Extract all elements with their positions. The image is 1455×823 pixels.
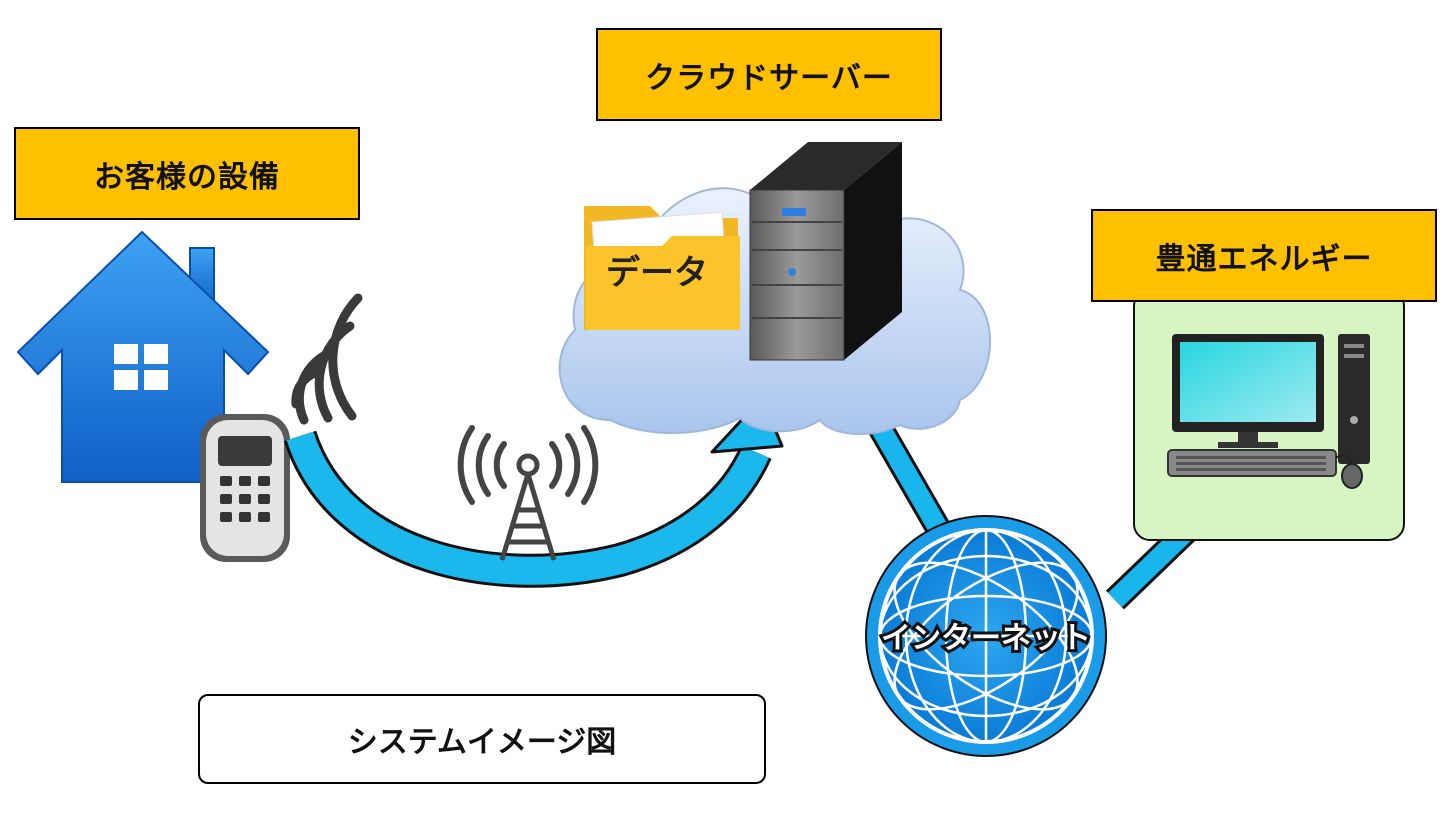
company-label: 豊通エネルギー (1091, 209, 1437, 302)
antenna-tower-icon (457, 425, 599, 561)
desktop-computer-icon (1167, 334, 1370, 489)
cloud-server-label: クラウドサーバー (596, 28, 942, 121)
remote-control-icon (200, 414, 290, 562)
globe-icon: インターネット (865, 515, 1107, 757)
internet-label: インターネット (881, 621, 1091, 656)
diagram-caption: システムイメージ図 (198, 694, 766, 784)
house-icon (16, 230, 270, 483)
customer-equipment-label: お客様の設備 (14, 127, 360, 220)
server-icon (749, 142, 902, 361)
upload-arrow (283, 396, 784, 588)
wireless-waves-icon (291, 293, 363, 425)
folder-icon: データ (584, 206, 740, 330)
data-folder-label: データ (606, 253, 708, 293)
